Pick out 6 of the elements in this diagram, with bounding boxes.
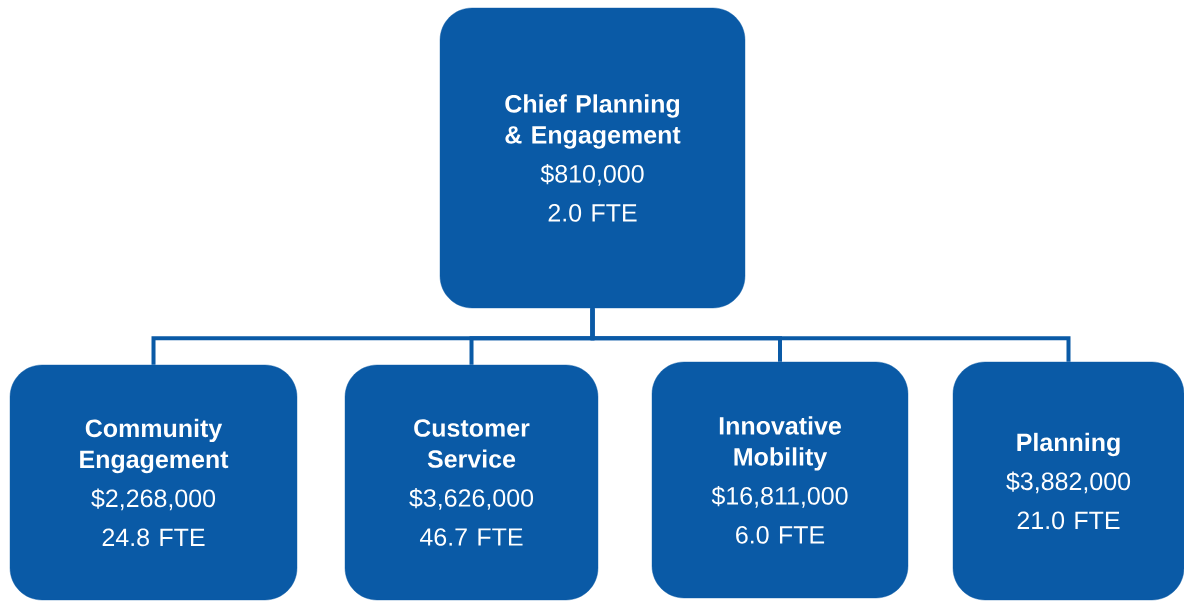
org-box: Customer Service $3,626,000 46.7 FTE [344, 364, 599, 601]
org-box: Community Engagement $2,268,000 24.8 FTE [9, 364, 298, 601]
org-box: Planning $3,882,000 21.0 FTE [952, 361, 1184, 601]
org-box: Innovative Mobility $16,811,000 6.0 FTE [651, 361, 909, 599]
org-box: Chief Planning & Engagement $810,000 2.0 FTE [439, 7, 746, 309]
connector-line [590, 308, 1071, 362]
